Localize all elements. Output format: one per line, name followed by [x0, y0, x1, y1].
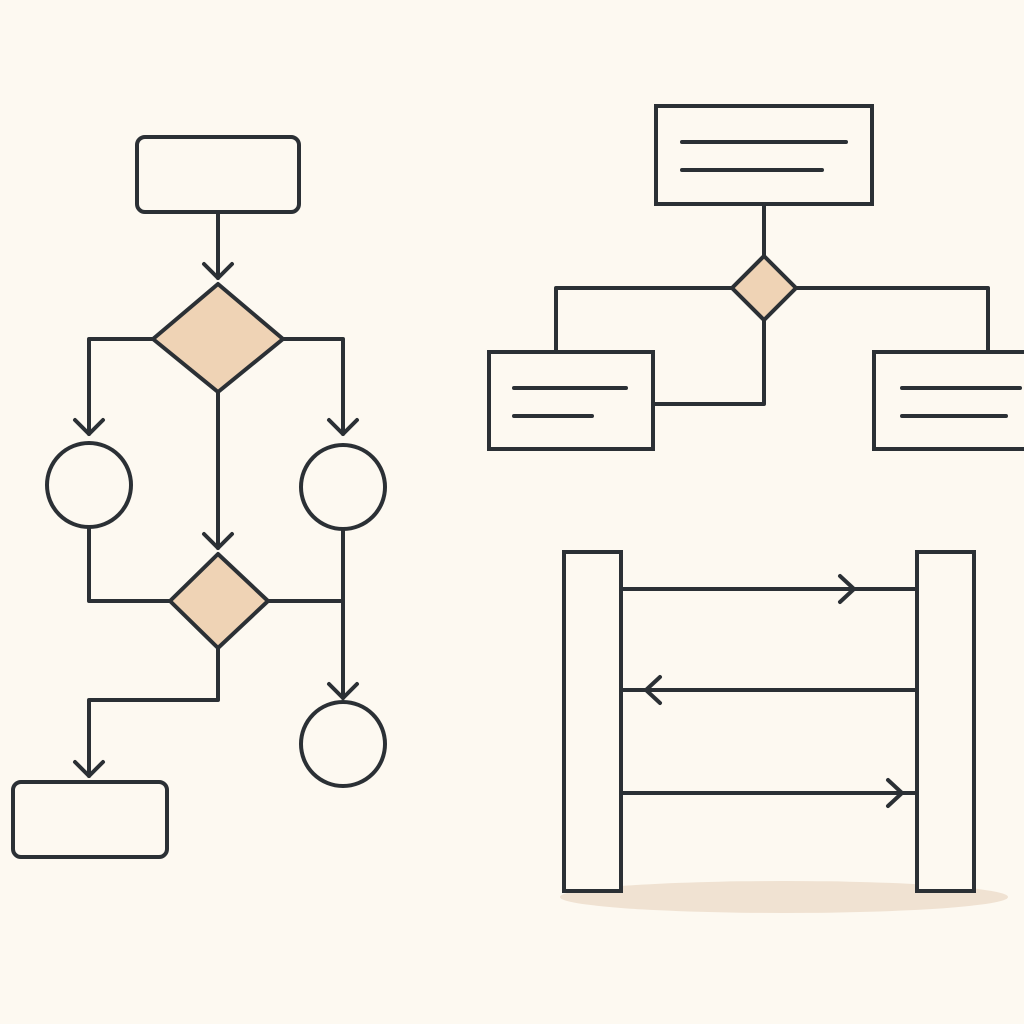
edge-relationship-to-right-entity: [794, 286, 990, 354]
er-right-entity: [872, 350, 1024, 451]
arrowhead-decision-2-to-end: [73, 760, 105, 778]
er-relationship-diamond: [729, 253, 799, 323]
er-diagram-nodes: [487, 104, 1024, 451]
er-top-entity: [654, 104, 874, 206]
sequence-message-1-arrowhead: [838, 574, 856, 604]
flowchart: [73, 210, 359, 778]
edge-left-circle-to-decision-2: [87, 525, 174, 603]
flowchart-decision-1: [151, 282, 285, 394]
sequence-lifelines: [562, 550, 976, 893]
er-diagram-edges: [554, 202, 990, 406]
er-text-lines: [512, 140, 1022, 418]
edge-relationship-to-left-entity: [554, 286, 734, 354]
arrowhead-right-circle-to-bottom-circle: [327, 682, 359, 700]
sequence-shadow: [560, 881, 1008, 913]
sequence-message-3-arrowhead: [886, 778, 904, 808]
edge-decision-2-to-end: [87, 646, 220, 778]
sequence-message-2-arrowhead: [644, 675, 662, 705]
sequence-messages: [619, 574, 919, 808]
arrowhead-decision-1-to-decision-2: [202, 532, 234, 550]
flowchart-start-box: [135, 135, 301, 214]
flowchart-left-circle: [45, 441, 133, 529]
sequence-lifeline-2: [915, 550, 976, 893]
sequence-lifeline-1: [562, 550, 623, 893]
flowchart-right-circle: [299, 443, 387, 531]
arrowhead-start-to-decision-1: [202, 262, 234, 280]
edge-decision-1-to-left-circle: [87, 337, 157, 436]
flowchart-decision-2: [168, 552, 270, 650]
edge-decision-1-to-right-circle: [279, 337, 345, 436]
arrowhead-decision-1-to-right-circle: [327, 418, 359, 436]
er-left-entity: [487, 350, 655, 451]
arrowhead-decision-1-to-left-circle: [73, 418, 105, 436]
flowchart-end-box: [11, 780, 169, 859]
flowchart-nodes: [11, 135, 387, 859]
flowchart-bottom-circle: [299, 700, 387, 788]
edge-relationship-down-to-left-entity: [651, 318, 766, 406]
